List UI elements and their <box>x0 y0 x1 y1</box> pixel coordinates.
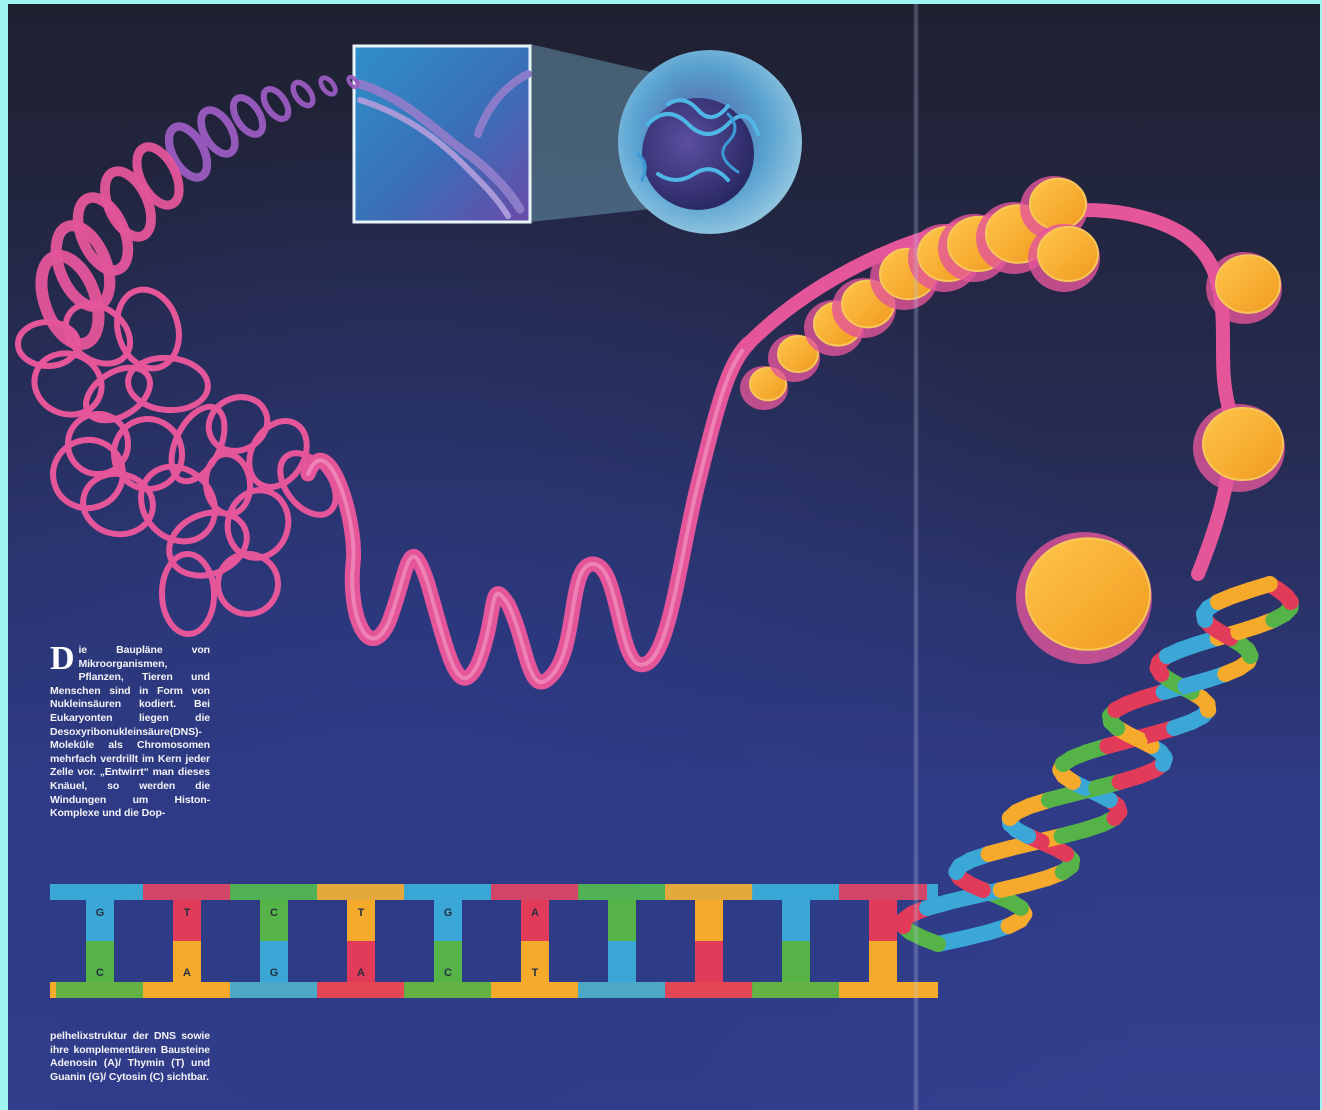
drop-cap: D <box>50 645 74 673</box>
rail-segment <box>752 982 840 998</box>
base-letter-top: T <box>358 907 365 919</box>
chromatin-loop <box>220 483 296 564</box>
caption-upper: Die Baupläne von Mikroorganismen, Pflanz… <box>50 644 210 821</box>
rail-segment <box>665 982 753 998</box>
caption-lower: pelhelixstruktur der DNS sowie ihre komp… <box>50 1030 210 1084</box>
rail-segment <box>491 982 579 998</box>
coil-turn <box>318 75 338 97</box>
supercoiled-chromatin <box>30 75 359 352</box>
rail-segment <box>230 982 318 998</box>
chromatin-loops <box>18 282 347 634</box>
base-letter-bottom: A <box>357 967 365 979</box>
base-letter-top: G <box>96 907 105 919</box>
chromatin-loop <box>203 452 253 516</box>
base-bottom <box>869 941 897 982</box>
histone-disc <box>1203 408 1283 480</box>
histone-disc <box>1216 255 1280 313</box>
histone-disc <box>1038 227 1098 281</box>
rail-segment <box>404 884 492 900</box>
base-letter-bottom: A <box>183 967 191 979</box>
rail-segment <box>143 982 231 998</box>
base-letter-top: G <box>444 907 453 919</box>
base-letter-top: A <box>531 907 539 919</box>
rail-segment <box>317 884 405 900</box>
base-top <box>608 900 636 941</box>
base-bottom <box>782 941 810 982</box>
rail-segment <box>665 884 753 900</box>
chromatin-loop <box>199 387 276 461</box>
base-bottom <box>608 941 636 982</box>
chromatin-fiber-wave <box>308 344 748 682</box>
base-letter-bottom: G <box>270 967 279 979</box>
base-top <box>869 900 897 941</box>
base-bottom <box>695 941 723 982</box>
rail-segment <box>56 982 144 998</box>
page-fold <box>913 4 919 1110</box>
rail-segment <box>491 884 579 900</box>
rail-segment <box>317 982 405 998</box>
base-letter-bottom: C <box>444 967 452 979</box>
base-top <box>695 900 723 941</box>
dna-ladder: G C T A C G T A G C A T <box>50 884 938 998</box>
rail-segment <box>143 884 231 900</box>
chromatin-loop <box>161 554 214 635</box>
base-top <box>782 900 810 941</box>
chromatin-loop <box>206 542 290 626</box>
base-letter-bottom: T <box>532 967 539 979</box>
rail-segment <box>578 884 666 900</box>
chromosome-inset <box>354 46 530 222</box>
coil-turn <box>289 79 316 109</box>
rail-segment <box>752 884 840 900</box>
rail-segment <box>56 884 144 900</box>
base-letter-top: C <box>270 907 278 919</box>
cell-nucleus <box>618 50 802 234</box>
dna-illustration-scan: G C T A C G T A G C A T Die Baupläne von Mikroorgan… <box>8 4 1320 1110</box>
caption-lower-text: pelhelixstruktur der DNS sowie ihre komp… <box>50 1030 210 1083</box>
coil-turn <box>161 120 215 183</box>
rail-segment <box>578 982 666 998</box>
helix-strand-b-segment <box>1250 584 1269 590</box>
rail-segment <box>404 982 492 998</box>
base-letter-top: T <box>184 907 191 919</box>
rail-segment <box>230 884 318 900</box>
base-letter-bottom: C <box>96 967 104 979</box>
dna-structure-illustration: G C T A C G T A G C A T <box>8 4 1320 1110</box>
histone-disc <box>1030 179 1086 229</box>
histone-disc <box>1026 538 1150 650</box>
